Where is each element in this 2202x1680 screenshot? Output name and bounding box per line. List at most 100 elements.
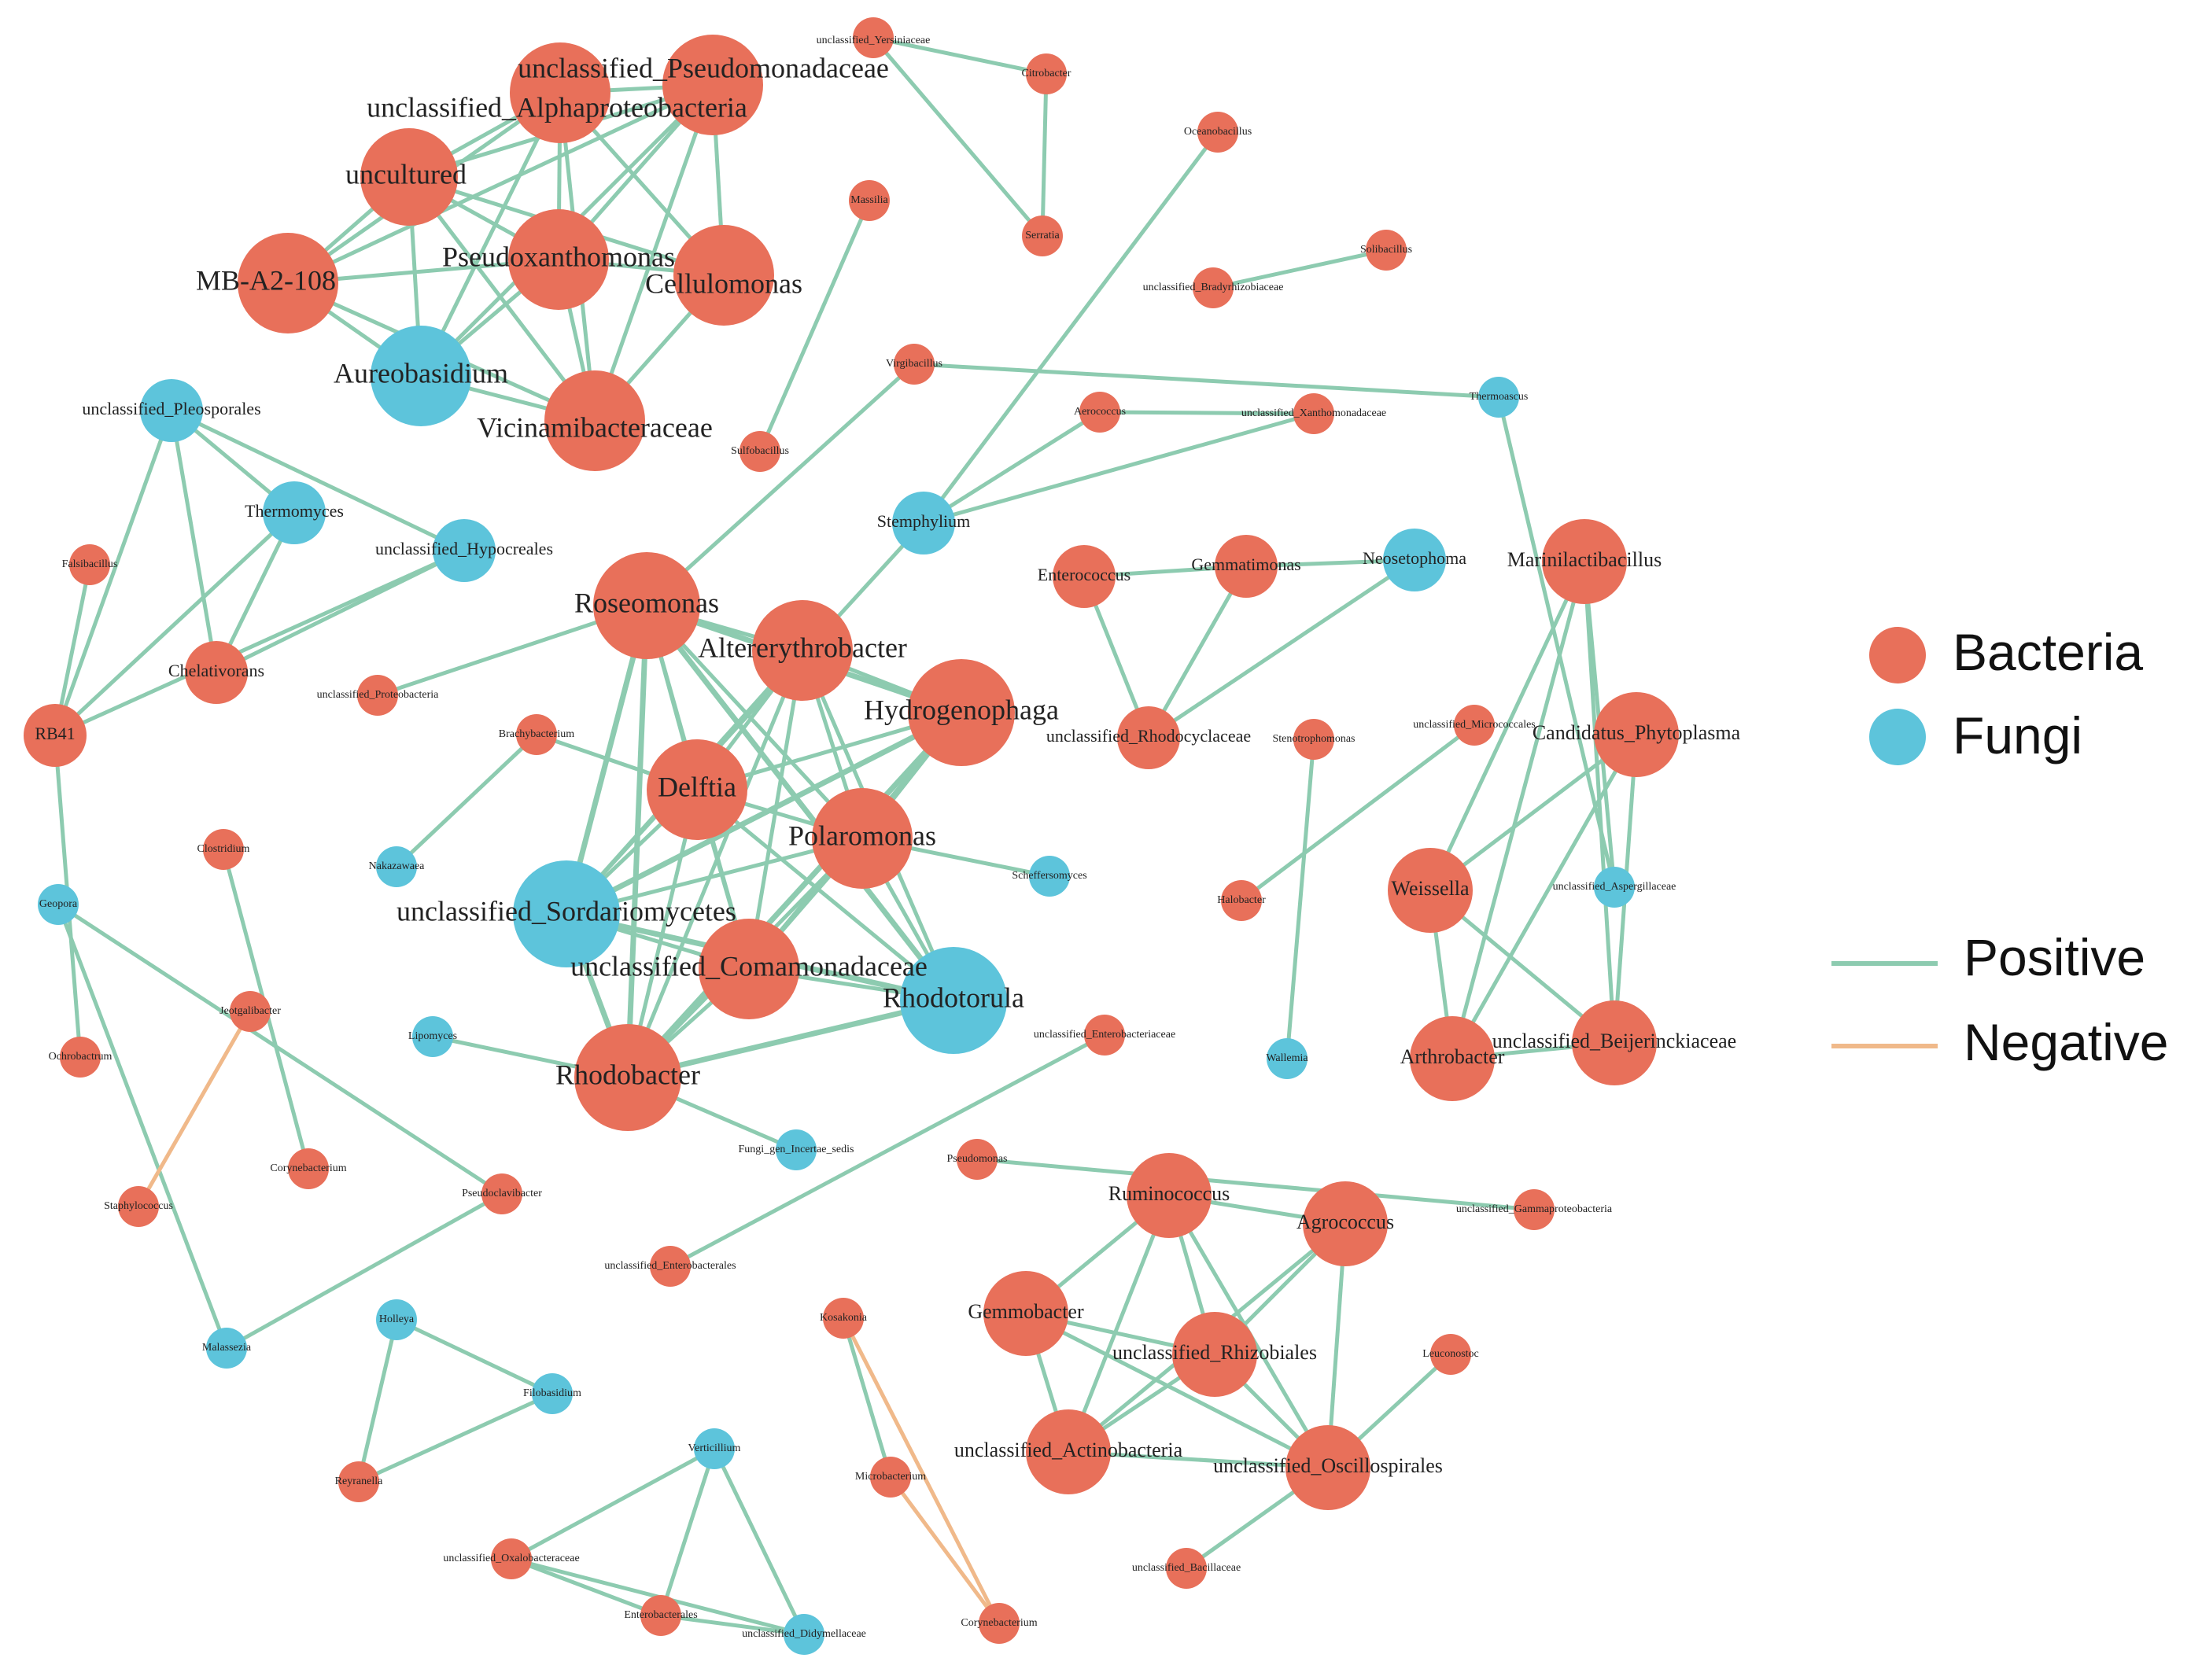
node-marinilactibacillus (1542, 519, 1627, 604)
edge-positive (1099, 410, 1315, 416)
node-label-unclassified_pseudomonadaceae: unclassified_Pseudomonadaceae (518, 52, 889, 83)
node-pseudomonas (957, 1139, 998, 1180)
node-label-unclassified_bacillaceae: unclassified_Bacillaceae (1132, 1562, 1241, 1574)
edge-positive (1429, 733, 1638, 892)
edge-positive (53, 410, 174, 736)
node-unclassified_gammaproteobacteria (1514, 1189, 1555, 1230)
node-ochrobactrum (60, 1037, 101, 1078)
node-citrobacter (1026, 53, 1067, 94)
node-chelativorans (185, 641, 248, 704)
edge-negative (841, 1317, 1001, 1625)
node-thermoascus (1478, 377, 1519, 418)
node-sulfobacillus (740, 431, 780, 472)
node-label-sulfobacillus: Sulfobacillus (731, 445, 789, 457)
node-malassezia (206, 1328, 247, 1369)
node-label-hydrogenophaga: Hydrogenophaga (864, 694, 1059, 725)
node-scheffersomyces (1029, 856, 1070, 897)
node-unclassified_hypocreales (433, 519, 496, 582)
node-unclassified_rhodocyclaceae (1117, 706, 1180, 769)
edge-positive (1428, 560, 1587, 892)
node-enterococcus (1053, 545, 1116, 608)
node-label-unclassified_enterobacteriaceae: unclassified_Enterobacteriaceae (1034, 1029, 1175, 1041)
node-label-unclassified_bradyrhizobiaceae: unclassified_Bradyrhizobiaceae (1143, 282, 1284, 293)
node-label-unclassified_actinobacteria: unclassified_Actinobacteria (954, 1439, 1183, 1461)
node-label-geopora: Geopora (39, 898, 78, 910)
edge-positive (1068, 1450, 1329, 1470)
node-rhodotorula (900, 947, 1007, 1054)
edge-negative (136, 1010, 253, 1208)
node-label-nakazawaea: Nakazawaea (369, 860, 426, 872)
node-verticillium (694, 1428, 735, 1469)
node-rhodobacter (574, 1024, 681, 1131)
node-microbacterium (870, 1457, 911, 1498)
node-unclassified_enterobacterales (650, 1246, 691, 1287)
node-label-unclassified_rhodocyclaceae: unclassified_Rhodocyclaceae (1046, 726, 1251, 746)
edge-positive (395, 733, 538, 868)
node-label-uncultured: uncultured (345, 158, 467, 190)
node-label-solibacillus: Solibacillus (1360, 244, 1412, 256)
edge-positive (53, 511, 296, 737)
node-wallemia (1267, 1038, 1308, 1079)
node-label-marinilactibacillus: Marinilactibacillus (1507, 548, 1662, 571)
node-label-unclassified_oxalobacteraceae: unclassified_Oxalobacteraceae (443, 1553, 579, 1564)
edge-positive (170, 408, 466, 553)
node-fungi_gen_incertae_sedis (776, 1129, 817, 1170)
node-stemphylium (892, 492, 955, 554)
node-altererythrobacter (752, 600, 853, 701)
edge-positive (356, 1319, 399, 1483)
node-label-malassezia: Malassezia (202, 1342, 252, 1354)
node-solibacillus (1366, 230, 1407, 271)
node-label-unclassified_hypocreales: unclassified_Hypocreales (375, 539, 553, 558)
node-serratia (1022, 216, 1063, 256)
node-label-agrococcus: Agrococcus (1296, 1210, 1394, 1233)
node-label-unclassified_gammaproteobacteria: unclassified_Gammaproteobacteria (1456, 1203, 1613, 1215)
node-unclassified_actinobacteria (1026, 1409, 1111, 1494)
edge-positive (419, 91, 562, 378)
legend: Bacteria Fungi Positive Negative (1831, 623, 2169, 1071)
edge-positive (169, 410, 219, 673)
node-unclassified_comamonadaceae (699, 919, 799, 1019)
node-enterobacterales (640, 1595, 681, 1636)
edge-positive (922, 131, 1219, 525)
node-label-thermomyces: Thermomyces (245, 501, 344, 521)
node-label-polaromonas: Polaromonas (788, 820, 936, 851)
node-label-rhodobacter: Rhodobacter (555, 1059, 700, 1090)
node-weissella (1388, 848, 1473, 933)
node-brachybacterium (516, 714, 557, 755)
node-label-staphylococcus: Staphylococcus (104, 1200, 173, 1212)
edge-positive (511, 1557, 662, 1618)
legend-bacteria-label: Bacteria (1953, 623, 2143, 681)
node-label-roseomonas: Roseomonas (574, 587, 719, 618)
node-label-reyranella: Reyranella (335, 1476, 383, 1487)
node-corynebacterium_2 (979, 1603, 1020, 1644)
edge-positive (627, 997, 954, 1081)
node-label-unclassified_xanthomonadaceae: unclassified_Xanthomonadaceae (1241, 407, 1386, 419)
edge-positive (225, 1192, 503, 1350)
node-label-unclassified_didymellaceae: unclassified_Didymellaceae (742, 1628, 866, 1640)
edge-positive (510, 1446, 716, 1561)
node-unclassified_oscillospirales (1285, 1425, 1370, 1510)
node-label-unclassified_aspergillaceae: unclassified_Aspergillaceae (1553, 881, 1676, 893)
edge-positive (1146, 565, 1249, 739)
edge-positive (625, 650, 805, 1078)
legend-positive-label: Positive (1964, 928, 2145, 986)
node-label-unclassified_comamonadaceae: unclassified_Comamonadaceae (570, 950, 928, 982)
node-unclassified_xanthomonadaceae (1293, 393, 1334, 434)
edge-positive (669, 1033, 1106, 1269)
node-halobacter (1221, 880, 1262, 921)
node-vicinamibacteraceae (544, 370, 645, 471)
edge-positive (695, 788, 955, 1002)
node-polaromonas (812, 788, 913, 889)
edge-positive (1240, 724, 1476, 902)
node-label-aerococcus: Aerococcus (1074, 406, 1126, 418)
node-unclassified_bradyrhizobiaceae (1193, 267, 1234, 308)
node-label-gemmobacter: Gemmobacter (968, 1300, 1084, 1323)
node-label-filobasidium: Filobasidium (523, 1387, 581, 1399)
node-aerococcus (1079, 392, 1120, 433)
node-label-corynebacterium_2: Corynebacterium (961, 1617, 1037, 1629)
nodes-layer (24, 17, 1679, 1655)
node-candidatus_phytoplasma (1594, 692, 1679, 777)
node-label-delftia: Delftia (658, 771, 736, 802)
node-gemmobacter (983, 1271, 1068, 1356)
